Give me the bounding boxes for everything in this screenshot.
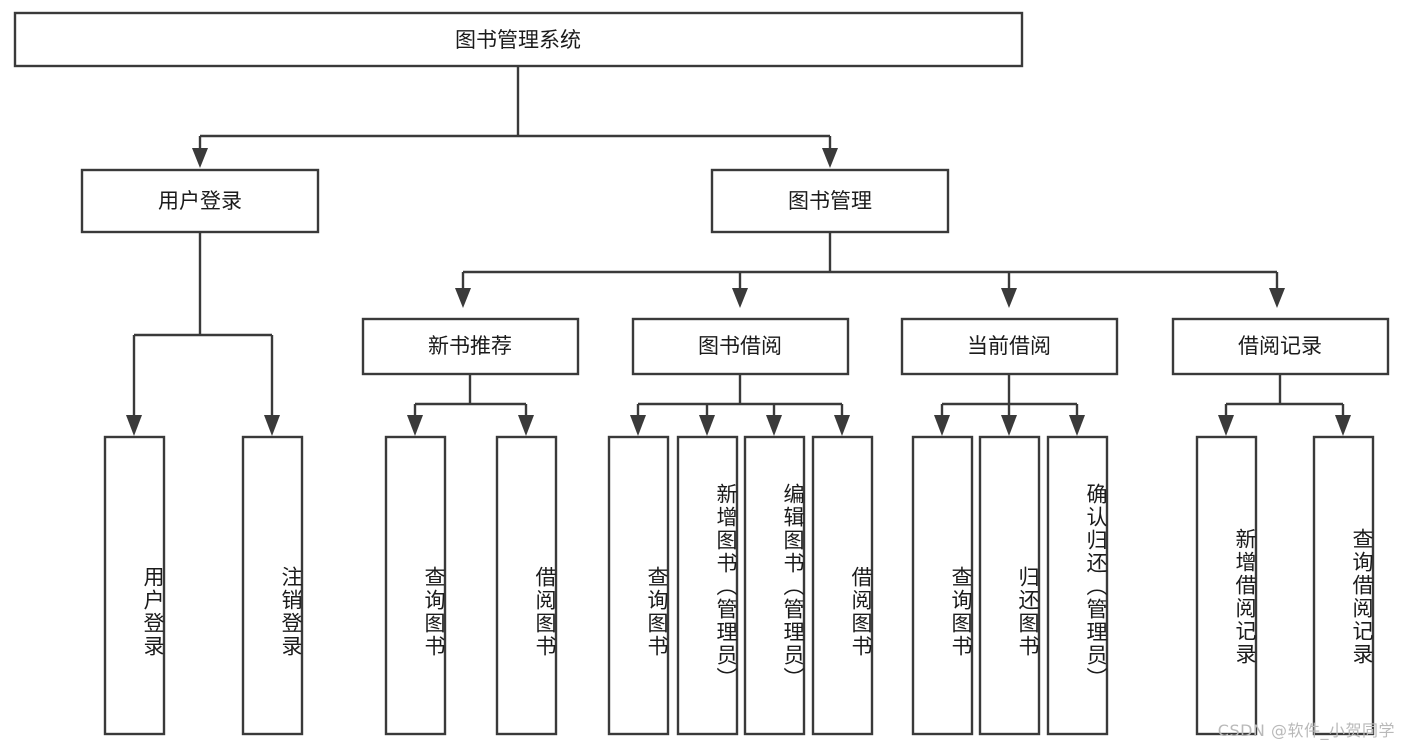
node-book-borrow-label: 图书借阅	[698, 334, 782, 358]
leaf-box-return-book[interactable]	[978, 435, 1041, 736]
node-current-borrow[interactable]: 当前借阅	[900, 317, 1119, 376]
leaf-box-borrow-book-nb[interactable]	[495, 435, 558, 736]
node-root-box[interactable]	[13, 11, 1024, 68]
leaf-box-query-book-bb[interactable]	[607, 435, 670, 736]
node-current-borrow-label: 当前借阅	[967, 334, 1051, 358]
node-book-management-box[interactable]	[710, 168, 950, 234]
leaf-box-edit-book-admin[interactable]	[743, 435, 806, 736]
node-book-borrow-box[interactable]	[631, 317, 850, 376]
leaf-box-add-book-admin[interactable]	[676, 435, 739, 736]
node-current-borrow-box[interactable]	[900, 317, 1119, 376]
node-user-login[interactable]: 用户登录	[80, 168, 320, 234]
leaf-box-query-borrow-record[interactable]	[1312, 435, 1375, 736]
arrow-book-borrow-leaf4	[834, 415, 850, 436]
connector-layer	[126, 66, 1351, 436]
leaf-box-logout[interactable]	[241, 435, 304, 736]
watermark-text: CSDN @软件_小贺同学	[1217, 721, 1395, 740]
leaf-box-query-book-cb[interactable]	[911, 435, 974, 736]
node-root[interactable]: 图书管理系统	[13, 11, 1024, 68]
leaf-box-query-book-nb[interactable]	[384, 435, 447, 736]
node-book-management-label: 图书管理	[788, 189, 872, 213]
arrow-borrow-record-leaf1	[1218, 415, 1234, 436]
node-book-management[interactable]: 图书管理	[710, 168, 950, 234]
node-new-book-recommend[interactable]: 新书推荐	[361, 317, 580, 376]
arrow-book-borrow-leaf2	[699, 415, 715, 436]
arrow-to-new-book	[455, 288, 471, 308]
node-root-label: 图书管理系统	[455, 28, 581, 52]
arrow-to-book-borrow	[732, 288, 748, 308]
arrow-user-login-leaf1	[126, 415, 142, 436]
leaf-box-layer	[103, 435, 1375, 736]
arrow-current-borrow-leaf3	[1069, 415, 1085, 436]
node-new-book-recommend-box[interactable]	[361, 317, 580, 376]
arrow-current-borrow-leaf1	[934, 415, 950, 436]
arrow-new-book-leaf1	[407, 415, 423, 436]
leaf-box-borrow-book-bb[interactable]	[811, 435, 874, 736]
leaf-box-user-login[interactable]	[103, 435, 166, 736]
leaf-box-add-borrow-record[interactable]	[1195, 435, 1258, 736]
arrow-root-to-user-login	[192, 148, 208, 168]
arrow-borrow-record-leaf2	[1335, 415, 1351, 436]
arrow-book-borrow-leaf1	[630, 415, 646, 436]
arrow-new-book-leaf2	[518, 415, 534, 436]
arrow-book-borrow-leaf3	[766, 415, 782, 436]
arrow-to-borrow-record	[1269, 288, 1285, 308]
leaf-box-confirm-return-admin[interactable]	[1046, 435, 1109, 736]
node-borrow-record-label: 借阅记录	[1238, 334, 1322, 358]
node-user-login-label: 用户登录	[158, 189, 242, 213]
arrow-to-current-borrow	[1001, 288, 1017, 308]
arrow-current-borrow-leaf2	[1001, 415, 1017, 436]
arrow-user-login-leaf2	[264, 415, 280, 436]
node-user-login-box[interactable]	[80, 168, 320, 234]
node-new-book-recommend-label: 新书推荐	[428, 334, 512, 358]
arrow-root-to-book-mgmt	[822, 148, 838, 168]
node-borrow-record[interactable]: 借阅记录	[1171, 317, 1390, 376]
node-borrow-record-box[interactable]	[1171, 317, 1390, 376]
node-book-borrow[interactable]: 图书借阅	[631, 317, 850, 376]
